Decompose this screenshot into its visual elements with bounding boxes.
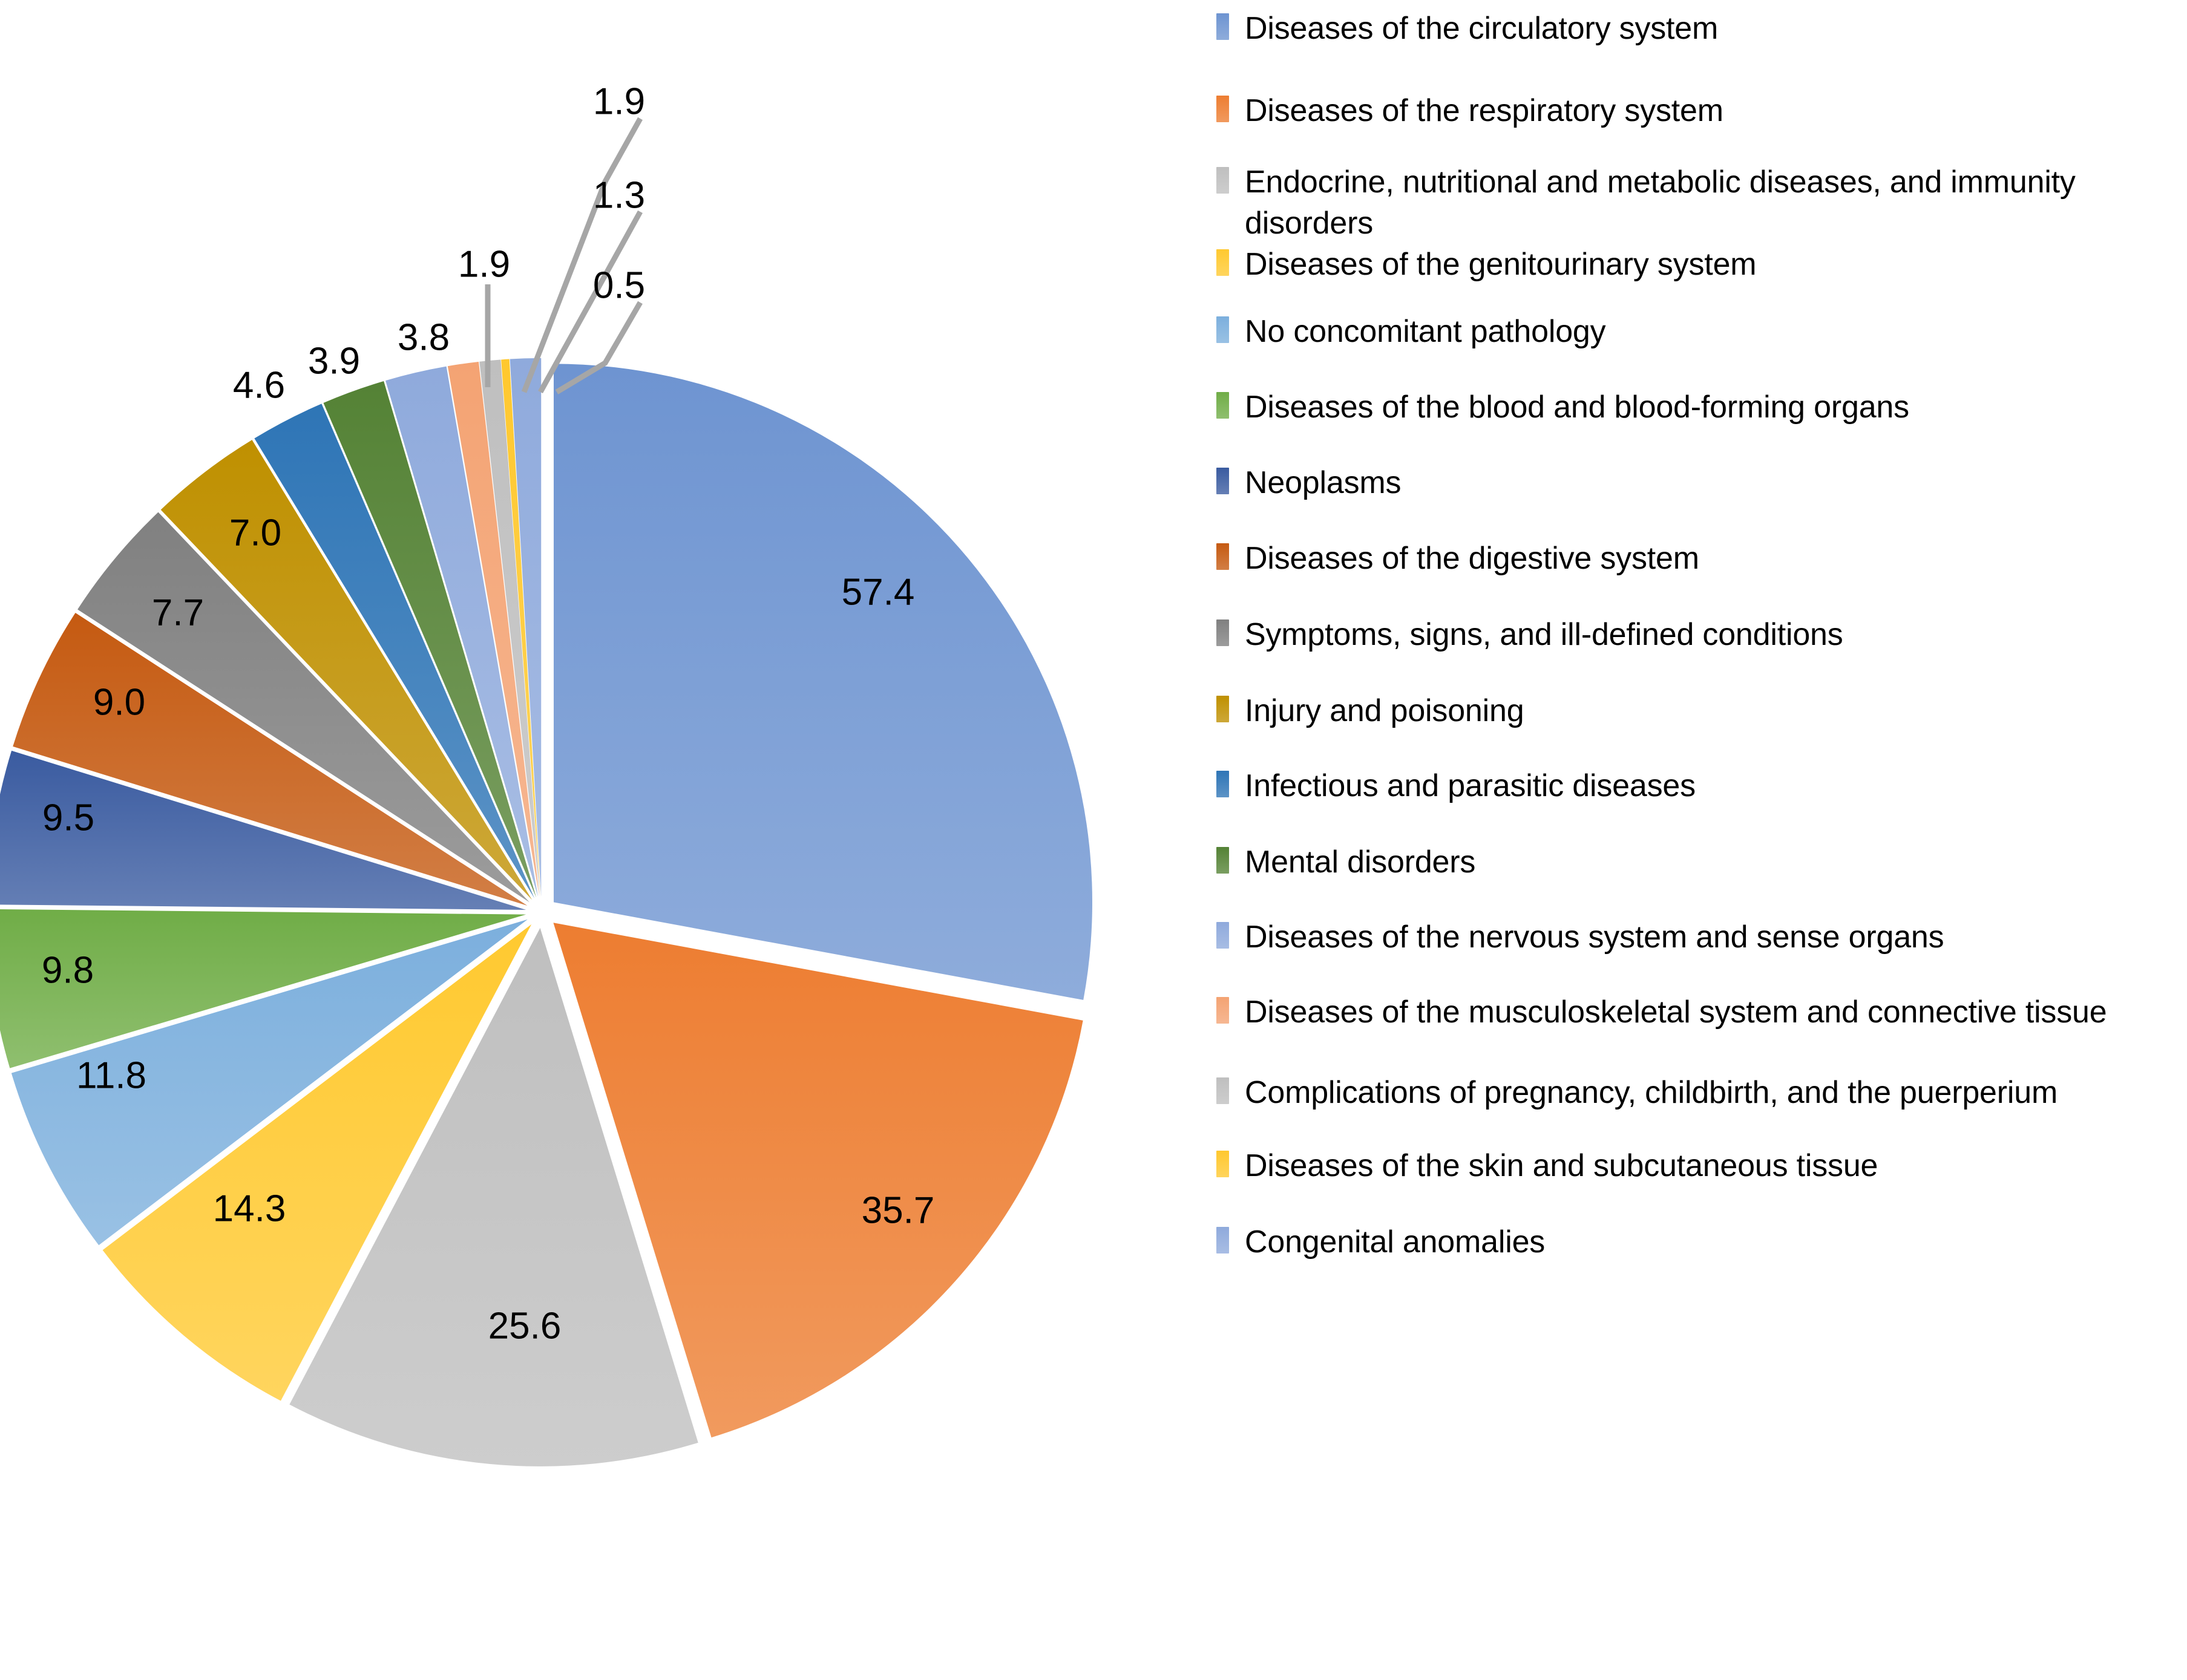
pie-slice[interactable] — [0, 750, 526, 910]
pie-slice[interactable] — [254, 404, 535, 898]
legend-item-label: Diseases of the circulatory system — [1245, 11, 1719, 46]
legend-item[interactable]: Diseases of the respiratory system — [1216, 91, 1723, 132]
slice-value-label-outer: 3.8 — [397, 316, 450, 359]
legend-item-label: Diseases of the genitourinary system — [1245, 247, 1757, 282]
legend-item[interactable]: Diseases of the blood and blood-forming … — [1216, 387, 1909, 428]
legend-item-label: Diseases of the nervous system and sense… — [1245, 920, 1944, 955]
pie-slice[interactable] — [447, 361, 540, 897]
legend-color-swatch-icon — [1216, 468, 1229, 494]
pie-slice[interactable] — [289, 927, 698, 1466]
pie-chart-plot-area: 57.4 35.7 25.6 14.3 11.8 9.8 9.5 9.0 7.7 7.0 4.6 3.… — [0, 80, 1092, 1466]
legend-item[interactable]: Neoplasms — [1216, 463, 1402, 504]
legend-item[interactable]: Diseases of the nervous system and sense… — [1216, 917, 1944, 958]
slice-value-label: 11.8 — [76, 1054, 147, 1097]
pie-slice[interactable] — [0, 909, 526, 1068]
legend-color-swatch-icon — [1216, 696, 1229, 722]
legend-color-swatch-icon — [1216, 543, 1229, 570]
pie-slice[interactable] — [13, 612, 528, 906]
legend-item[interactable]: Congenital anomalies — [1216, 1222, 1545, 1263]
pie-slice[interactable] — [102, 924, 532, 1401]
legend-color-swatch-icon — [1216, 13, 1229, 40]
legend-color-swatch-icon — [1216, 619, 1229, 646]
legend-color-swatch-icon — [1216, 392, 1229, 419]
pie-slice[interactable] — [501, 359, 541, 897]
pie-slice[interactable] — [385, 366, 539, 897]
legend-item-label: Infectious and parasitic diseases — [1245, 768, 1696, 803]
legend-color-swatch-icon — [1216, 771, 1229, 797]
legend-color-swatch-icon — [1216, 997, 1229, 1024]
legend-item[interactable]: Injury and poisoning — [1216, 691, 1524, 732]
legend-color-swatch-icon — [1216, 1077, 1229, 1104]
legend-item-label: Complications of pregnancy, childbirth, … — [1245, 1075, 2058, 1110]
legend-item[interactable]: Diseases of the genitourinary system — [1216, 244, 1757, 286]
legend-color-swatch-icon — [1216, 96, 1229, 122]
pie-slice[interactable] — [11, 919, 528, 1246]
legend-item[interactable]: Symptoms, signs, and ill-defined conditi… — [1216, 615, 1843, 656]
slice-value-label-outer: 3.9 — [307, 340, 361, 382]
slice-value-label: 7.7 — [151, 592, 205, 634]
legend-item-label: Congenital anomalies — [1245, 1224, 1546, 1260]
legend-item[interactable]: Mental disorders — [1216, 842, 1475, 883]
legend-item-label: Symptoms, signs, and ill-defined conditi… — [1245, 617, 1843, 652]
legend-item-label: Injury and poisoning — [1245, 693, 1524, 728]
legend-item-label: Diseases of the skin and subcutaneous ti… — [1245, 1148, 1878, 1183]
legend-item-label: Diseases of the musculoskeletal system a… — [1245, 995, 2107, 1030]
legend-color-swatch-icon — [1216, 847, 1229, 874]
slice-value-label: 35.7 — [861, 1189, 935, 1232]
legend-color-swatch-icon — [1216, 316, 1229, 343]
leader-line — [555, 301, 643, 394]
legend-item-label: Neoplasms — [1245, 465, 1402, 500]
legend-item-label: Endocrine, nutritional and metabolic dis… — [1245, 165, 2076, 241]
slice-value-label-outer: 1.9 — [457, 243, 511, 286]
pie-slice[interactable] — [479, 359, 540, 897]
slice-value-label: 9.8 — [41, 949, 94, 992]
slice-value-label: 9.5 — [42, 797, 95, 839]
slice-value-label-outer: 1.9 — [592, 80, 646, 123]
legend-item[interactable]: Diseases of the skin and subcutaneous ti… — [1216, 1146, 1878, 1187]
legend-color-swatch-icon — [1216, 922, 1229, 949]
leader-line — [521, 117, 643, 393]
legend-item[interactable]: Diseases of the musculoskeletal system a… — [1216, 992, 2107, 1033]
legend-item[interactable]: Diseases of the circulatory system — [1216, 8, 1718, 50]
slice-value-label-outer: 1.3 — [592, 174, 646, 217]
pie-slice[interactable] — [553, 364, 1092, 1000]
slice-value-label-outer: 4.6 — [232, 364, 286, 407]
legend-item[interactable]: Complications of pregnancy, childbirth, … — [1216, 1073, 2057, 1114]
pie-slice[interactable] — [510, 358, 542, 897]
legend-item[interactable]: Diseases of the digestive system — [1216, 538, 1699, 580]
legend-item[interactable]: Endocrine, nutritional and metabolic dis… — [1216, 162, 2165, 244]
slice-value-label: 57.4 — [841, 571, 915, 613]
legend-item[interactable]: No concomitant pathology — [1216, 312, 1606, 353]
legend-color-swatch-icon — [1216, 1227, 1229, 1253]
pie-slice[interactable] — [553, 923, 1083, 1438]
legend-item-label: Diseases of the blood and blood-forming … — [1245, 390, 1909, 425]
legend-item-label: No concomitant pathology — [1245, 314, 1606, 349]
pie-slice[interactable] — [77, 512, 530, 903]
legend-color-swatch-icon — [1216, 1151, 1229, 1177]
pie-slices-svg — [0, 117, 1092, 1466]
legend-item-label: Mental disorders — [1245, 845, 1476, 880]
pie-slice[interactable] — [160, 440, 533, 900]
legend-item[interactable]: Infectious and parasitic diseases — [1216, 766, 1696, 807]
leader-line — [538, 210, 643, 394]
slice-value-label: 9.0 — [93, 681, 146, 724]
slice-value-label: 14.3 — [212, 1188, 286, 1230]
legend-item-label: Diseases of the respiratory system — [1245, 93, 1723, 128]
legend-color-swatch-icon — [1216, 249, 1229, 276]
slice-value-label-outer: 0.5 — [592, 264, 646, 307]
legend-color-swatch-icon — [1216, 167, 1229, 194]
slice-value-label: 7.0 — [229, 512, 282, 554]
pie-slice[interactable] — [323, 381, 537, 898]
slice-value-label: 25.6 — [488, 1305, 562, 1347]
legend-item-label: Diseases of the digestive system — [1245, 541, 1699, 576]
